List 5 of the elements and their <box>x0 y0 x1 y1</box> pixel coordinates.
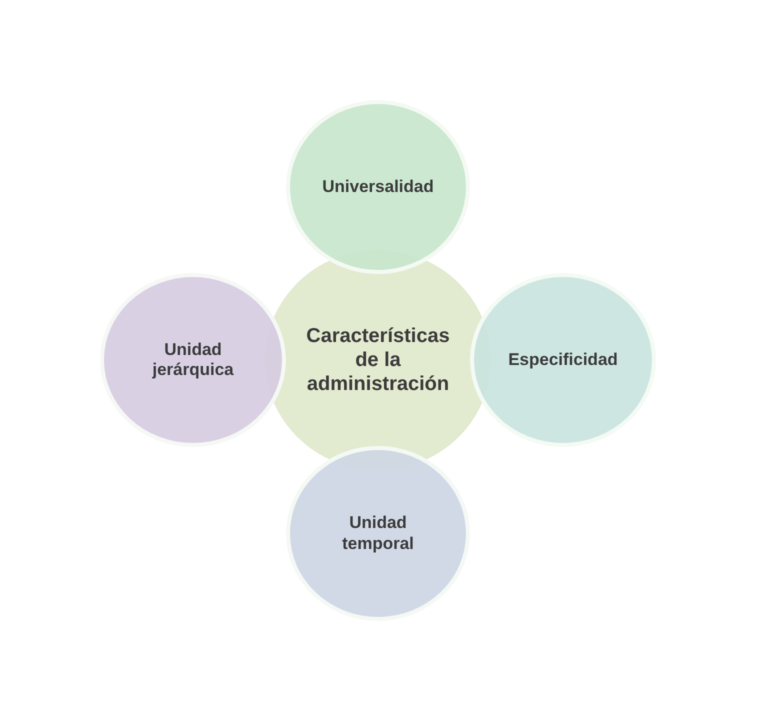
node-label: Unidad temporal <box>341 513 415 554</box>
node-label: Características de la administración <box>305 324 451 396</box>
node-label: Unidad jerárquica <box>151 340 235 380</box>
node-label: Universalidad <box>322 176 434 198</box>
node-label: Especificidad <box>508 350 618 370</box>
